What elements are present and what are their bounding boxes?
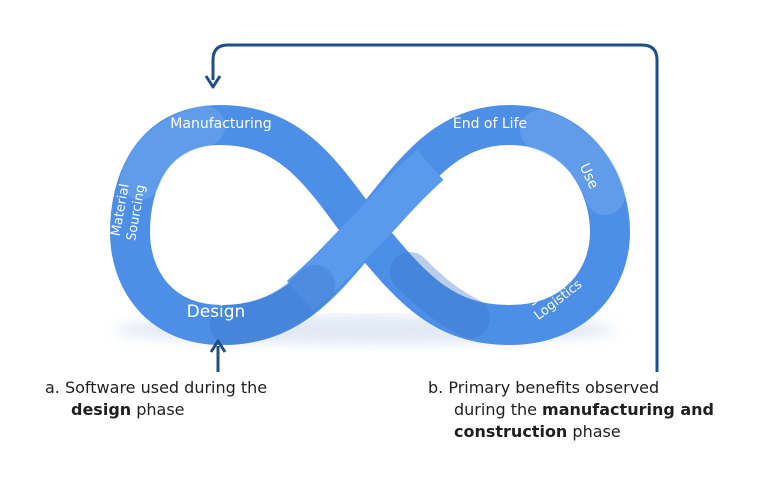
caption-a-prefix: a. Software used during the	[45, 378, 268, 397]
arrow-b-head	[204, 75, 222, 89]
caption-b-bold-1: manufacturing and	[542, 400, 715, 419]
caption-a-line2: design phase	[45, 399, 345, 421]
left-loop-band	[109, 104, 385, 346]
caption-b: b. Primary benefits observed during the …	[428, 377, 758, 443]
arrow-b-path	[211, 43, 659, 372]
caption-b-line2: during the manufacturing and	[428, 399, 758, 421]
caption-b-line2-start: during the	[454, 400, 543, 419]
arrow-a-head	[209, 339, 227, 353]
stage-label-manufacturing: Manufacturing	[170, 116, 271, 132]
caption-b-bold-2: construction	[454, 422, 568, 441]
crossing-band	[286, 150, 444, 312]
caption-b-line3: construction phase	[428, 421, 758, 443]
stage-label-design: Design	[187, 302, 246, 322]
caption-b-suffix: phase	[567, 422, 621, 441]
segment-highlight-2	[520, 110, 625, 215]
caption-a-bold: design	[71, 400, 132, 419]
caption-a: a. Software used during the design phase	[45, 377, 345, 421]
segment-highlight-3	[210, 265, 335, 345]
caption-a-suffix: phase	[131, 400, 185, 419]
right-loop-band	[345, 104, 631, 346]
segment-highlight-1	[120, 106, 225, 200]
stage-label-end-of-life: End of Life	[453, 116, 527, 132]
caption-b-prefix: b. Primary benefits observed	[428, 378, 660, 397]
infinity-loop	[109, 104, 631, 346]
segment-highlight-4	[390, 252, 490, 338]
